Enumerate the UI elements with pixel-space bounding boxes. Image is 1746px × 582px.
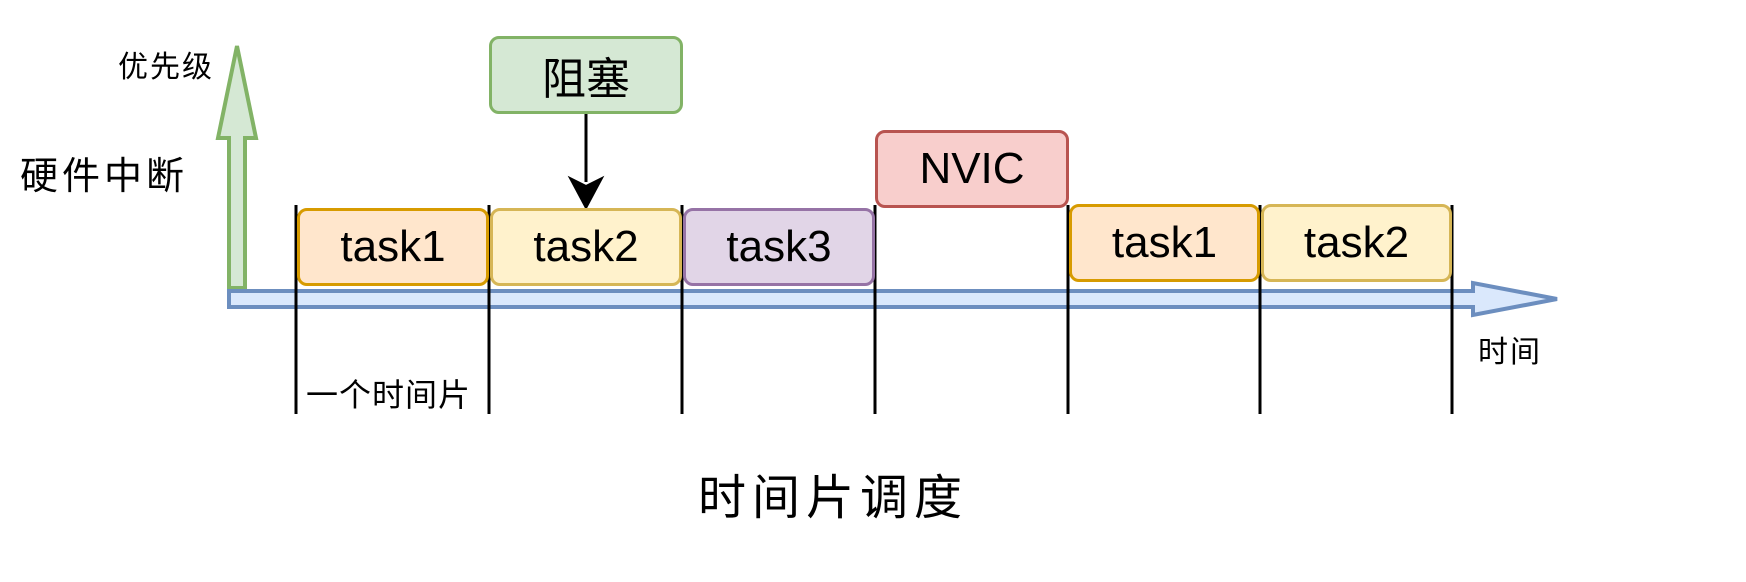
block-box: 阻塞: [489, 36, 683, 114]
priority-arrow: [215, 45, 259, 290]
nvic-box: NVIC: [875, 130, 1069, 208]
task-label: task2: [533, 222, 639, 271]
diagram-title: 时间片调度: [698, 470, 969, 526]
task-box: task1: [1069, 204, 1260, 282]
task-box: task2: [1261, 204, 1452, 282]
nvic-label: NVIC: [919, 144, 1025, 193]
task-box: task2: [490, 208, 682, 286]
slice-dividers: [294, 205, 1454, 414]
block-connector-arrowhead: [567, 175, 605, 211]
task-label: task2: [1303, 218, 1410, 267]
task-label: task1: [1111, 218, 1218, 267]
block-label: 阻塞: [542, 55, 630, 104]
task-label: task3: [726, 222, 832, 271]
hw-interrupt-label: 硬件中断: [20, 154, 189, 198]
task-label: task1: [340, 222, 446, 271]
y-axis-label: 优先级: [118, 50, 214, 85]
task-box: task1: [297, 208, 489, 286]
x-axis-label: 时间: [1478, 335, 1542, 370]
time-axis-arrow: [227, 280, 1558, 318]
slice-label: 一个时间片: [306, 376, 472, 414]
task-box: task3: [683, 208, 875, 286]
